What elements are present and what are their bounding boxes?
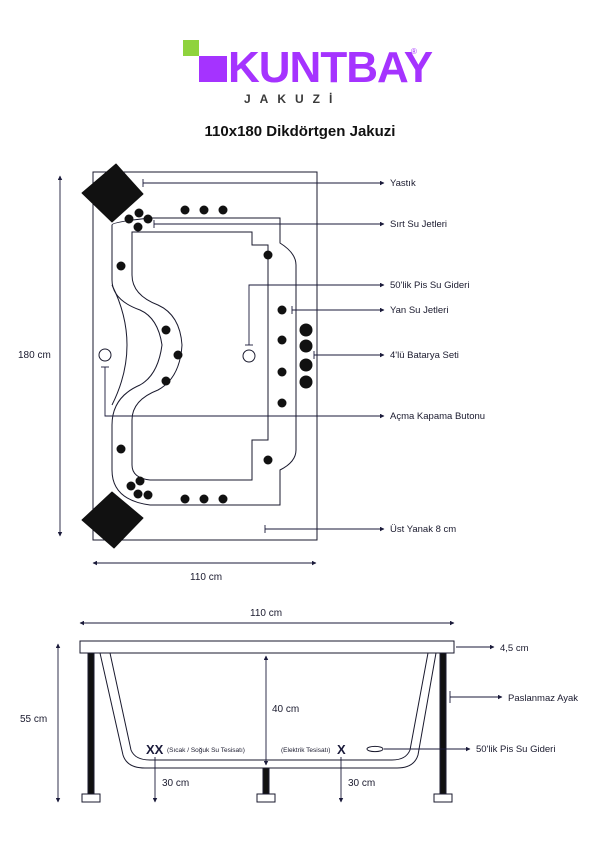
brand-logo: KUNTBAY ® JAKUZİ bbox=[183, 40, 434, 106]
logo-purple-block-icon bbox=[199, 56, 227, 82]
mark-elektrik: X bbox=[337, 742, 346, 757]
jet-dot bbox=[277, 305, 287, 315]
label-elektrik: (Elektrik Tesisatı) bbox=[281, 747, 330, 754]
tub-rim bbox=[79, 640, 455, 654]
label-pis-su-gideri: 50'lik Pis Su Gideri bbox=[390, 280, 469, 291]
jet-dot bbox=[143, 490, 153, 500]
leg-right bbox=[439, 652, 447, 796]
jet-dot bbox=[199, 494, 209, 504]
jets-group bbox=[116, 205, 287, 504]
top-view-leaders bbox=[57, 175, 385, 566]
jet-dot bbox=[263, 455, 273, 465]
jet-dot bbox=[173, 350, 183, 360]
logo-text: KUNTBAY bbox=[228, 43, 433, 92]
dim-inner-depth: 40 cm bbox=[272, 704, 299, 715]
leg-middle bbox=[262, 767, 270, 796]
jet-dot bbox=[180, 205, 190, 215]
battery-knob-icon bbox=[299, 323, 313, 337]
drain-icon bbox=[242, 349, 256, 363]
label-ayak: Paslanmaz Ayak bbox=[508, 693, 578, 704]
label-yan-jetleri: Yan Su Jetleri bbox=[390, 305, 448, 316]
foot-left bbox=[81, 793, 101, 803]
tub-inner-rim bbox=[111, 217, 297, 506]
top-view-drawing bbox=[92, 171, 318, 541]
on-off-button-icon bbox=[98, 348, 112, 362]
dim-height-top: 180 cm bbox=[18, 350, 51, 361]
foot-right bbox=[433, 793, 453, 803]
jet-dot bbox=[161, 325, 171, 335]
logo-subtitle: JAKUZİ bbox=[244, 91, 341, 106]
page-title: 110x180 Dikdörtgen Jakuzi bbox=[205, 123, 396, 140]
jet-dot bbox=[124, 214, 134, 224]
label-ust-yanak: Üst Yanak 8 cm bbox=[390, 524, 456, 535]
label-batarya: 4'lü Batarya Seti bbox=[390, 350, 459, 361]
side-drain-icon bbox=[366, 745, 384, 753]
jet-dot bbox=[199, 205, 209, 215]
leg-left bbox=[87, 652, 95, 796]
jet-dot bbox=[133, 222, 143, 232]
jet-dot bbox=[134, 208, 144, 218]
jet-dot bbox=[133, 489, 143, 499]
battery-set bbox=[299, 323, 313, 389]
jet-dot bbox=[161, 376, 171, 386]
jet-dot bbox=[263, 250, 273, 260]
battery-knob-icon bbox=[299, 339, 313, 353]
battery-knob-icon bbox=[299, 375, 313, 389]
tub-body-inner bbox=[109, 652, 429, 761]
dim-rim: 4,5 cm bbox=[500, 643, 529, 654]
label-sicak-soguk: (Sıcak / Soğuk Su Tesisatı) bbox=[167, 747, 245, 754]
logo-green-square-icon bbox=[183, 40, 199, 56]
side-view-drawing bbox=[79, 640, 455, 803]
mark-sicak-soguk: XX bbox=[146, 742, 164, 757]
jet-dot bbox=[116, 261, 126, 271]
label-sirt-jetleri: Sırt Su Jetleri bbox=[390, 219, 447, 230]
side-view-leaders bbox=[55, 620, 503, 803]
jet-dot bbox=[135, 476, 145, 486]
jet-dot bbox=[116, 444, 126, 454]
dim-left-offset: 30 cm bbox=[162, 778, 189, 789]
jet-dot bbox=[218, 205, 228, 215]
pillow-bottom-icon bbox=[81, 491, 144, 549]
dim-height-side: 55 cm bbox=[20, 714, 47, 725]
jet-dot bbox=[218, 494, 228, 504]
jet-dot bbox=[277, 335, 287, 345]
pillow-top-icon bbox=[81, 163, 144, 223]
tub-seat-curve bbox=[111, 284, 128, 406]
dim-width-side: 110 cm bbox=[250, 608, 282, 619]
jet-dot bbox=[126, 481, 136, 491]
jet-dot bbox=[277, 367, 287, 377]
jet-dot bbox=[180, 494, 190, 504]
battery-knob-icon bbox=[299, 358, 313, 372]
label-acma-kapama: Açma Kapama Butonu bbox=[390, 411, 485, 422]
tub-outer-outline bbox=[92, 171, 318, 541]
dim-right-offset: 30 cm bbox=[348, 778, 375, 789]
jet-dot bbox=[277, 398, 287, 408]
logo-registered-mark: ® bbox=[411, 47, 417, 56]
dim-width-top: 110 cm bbox=[190, 572, 222, 583]
label-side-pis-su: 50'lik Pis Su Gideri bbox=[476, 744, 555, 755]
jet-dot bbox=[143, 214, 153, 224]
tub-body-outer bbox=[99, 652, 437, 769]
tub-basin-outline bbox=[131, 231, 269, 481]
label-yastik: Yastık bbox=[390, 178, 416, 189]
foot-middle bbox=[256, 793, 276, 803]
